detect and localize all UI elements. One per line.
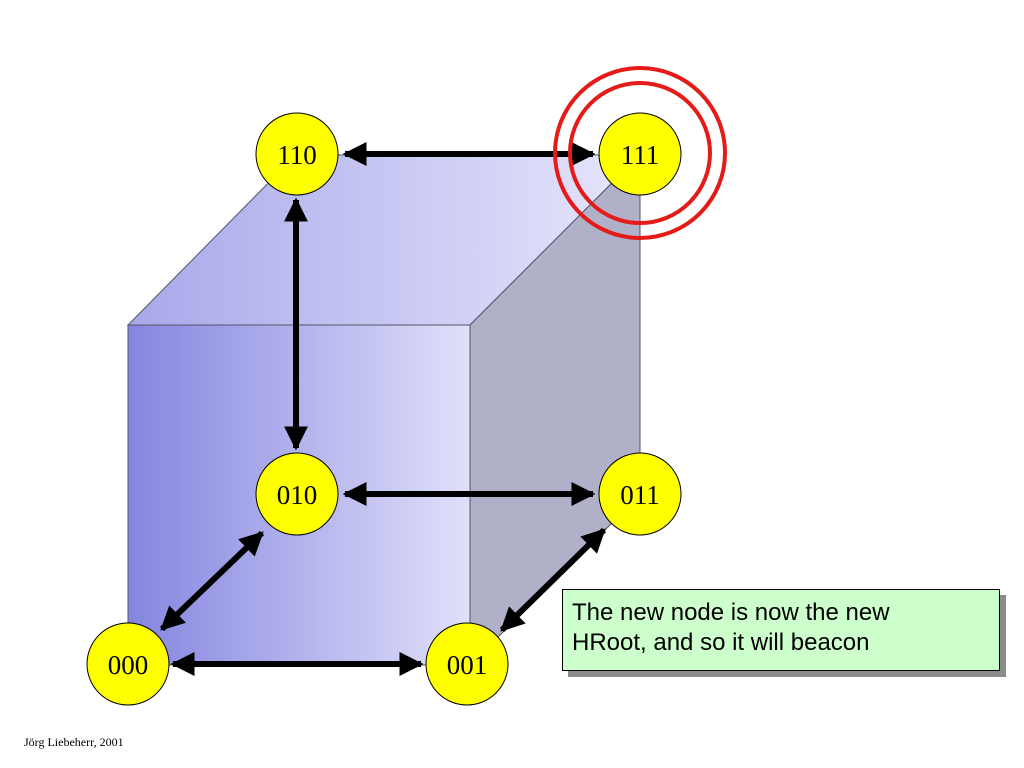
node-110-label: 110 — [277, 140, 317, 170]
node-001-label: 001 — [447, 650, 488, 680]
node-110: 110 — [255, 112, 339, 196]
node-000: 000 — [86, 622, 170, 706]
node-111: 111 — [598, 112, 682, 196]
node-011-label: 011 — [620, 480, 660, 510]
callout-line-2: HRoot, and so it will beacon — [572, 629, 870, 656]
node-000-label: 000 — [108, 650, 149, 680]
callout-box: The new node is now the new HRoot, and s… — [562, 589, 1000, 671]
node-111-label: 111 — [621, 140, 660, 170]
callout-line-1: The new node is now the new — [572, 599, 890, 626]
callout-text: The new node is now the new HRoot, and s… — [572, 598, 989, 658]
node-001: 001 — [425, 622, 509, 706]
edge-010-000 — [159, 530, 265, 632]
node-010: 010 — [255, 452, 339, 536]
edge-011-001 — [499, 527, 607, 633]
highlight-ring-outer — [553, 66, 727, 240]
node-011: 011 — [598, 452, 682, 536]
footer-credit: Jörg Liebeherr, 2001 — [24, 735, 124, 749]
node-010-label: 010 — [277, 480, 318, 510]
highlight-ring-inner — [568, 81, 712, 225]
